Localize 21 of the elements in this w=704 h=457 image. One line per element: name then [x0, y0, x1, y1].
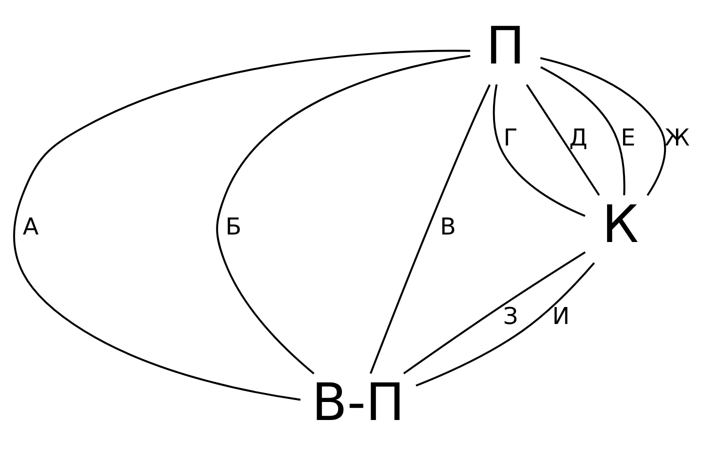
edge-label: А: [22, 213, 39, 240]
connector: [403, 250, 586, 374]
connector: [540, 66, 626, 195]
connector: [13, 49, 470, 400]
connector: [526, 84, 600, 196]
edge-label: И: [552, 302, 570, 330]
edge-label: Г: [503, 124, 518, 152]
connector: [492, 84, 586, 216]
node-text: К: [602, 194, 639, 254]
edge-label: Д: [569, 124, 588, 152]
edge-label: Б: [226, 213, 242, 240]
edge-label: В: [440, 213, 456, 240]
connector: [416, 262, 595, 386]
edge-label: Ж: [664, 124, 690, 152]
node-text: П: [486, 16, 525, 76]
edge-label: Е: [620, 124, 636, 152]
connector: [540, 56, 666, 196]
connector: [370, 84, 491, 374]
node-text: В-П: [312, 372, 405, 433]
edge-label: З: [503, 302, 518, 330]
connector: [216, 54, 470, 374]
